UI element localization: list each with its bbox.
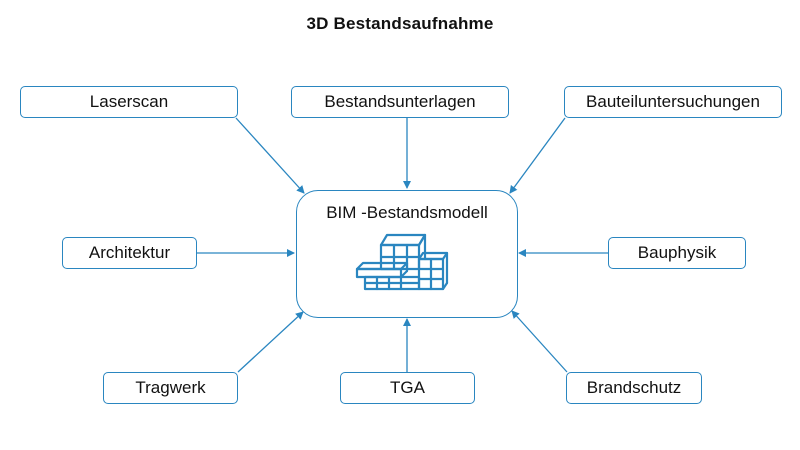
node-architektur-label: Architektur: [88, 243, 171, 262]
building-icon: [355, 233, 449, 291]
node-bauphysik: Bauphysik: [608, 237, 746, 269]
node-architektur: Architektur: [62, 237, 197, 269]
node-bauteiluntersuchungen-label: Bauteiluntersuchungen: [586, 92, 760, 111]
node-bauteiluntersuchungen: Bauteiluntersuchungen: [564, 86, 782, 118]
arrow-brandschutz: [511, 310, 568, 373]
node-tga-label: TGA: [390, 378, 425, 397]
node-laserscan-label: Laserscan: [89, 92, 169, 111]
node-brandschutz: Brandschutz: [566, 372, 702, 404]
arrow-laserscan: [235, 117, 305, 194]
node-laserscan: Laserscan: [20, 86, 238, 118]
node-bestandsunterlagen-label: Bestandsunterlagen: [324, 92, 476, 111]
arrow-bauteiluntersuchungen: [509, 117, 566, 194]
node-tragwerk: Tragwerk: [103, 372, 238, 404]
node-brandschutz-label: Brandschutz: [586, 378, 682, 397]
node-bauphysik-label: Bauphysik: [637, 243, 717, 262]
node-bestandsunterlagen: Bestandsunterlagen: [291, 86, 509, 118]
arrow-tragwerk: [237, 311, 304, 373]
diagram-title: 3D Bestandsaufnahme: [306, 14, 494, 33]
center-node-bim-model: BIM -Bestandsmodell: [296, 190, 518, 318]
center-node-label: BIM -Bestandsmodell: [326, 203, 488, 222]
node-tga: TGA: [340, 372, 475, 404]
node-tragwerk-label: Tragwerk: [135, 378, 206, 397]
